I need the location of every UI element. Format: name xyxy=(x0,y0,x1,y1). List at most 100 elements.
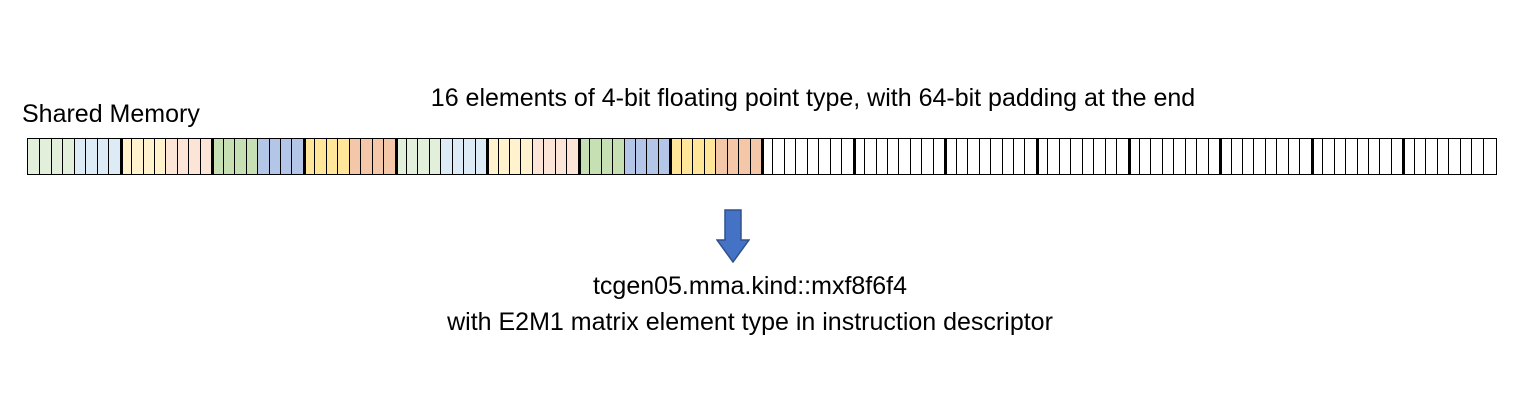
padding-bit xyxy=(1276,139,1288,174)
element-bit xyxy=(669,139,681,174)
padding-bit xyxy=(1310,139,1323,174)
padding-bit xyxy=(1001,139,1013,174)
padding-bit xyxy=(1287,139,1300,174)
padding-bit xyxy=(898,139,910,174)
padding-bit xyxy=(1379,139,1391,174)
padding-bit xyxy=(783,139,796,174)
element-bit xyxy=(566,139,578,174)
element-bit xyxy=(600,139,613,174)
padding-bit xyxy=(1264,139,1277,174)
padding-bit xyxy=(1436,139,1449,174)
element-bit xyxy=(738,139,750,174)
element-bit xyxy=(28,139,40,174)
padding-bit xyxy=(795,139,807,174)
element-bit xyxy=(440,139,452,174)
padding-bit xyxy=(1345,139,1357,174)
element-bit xyxy=(405,139,418,174)
padding-bit xyxy=(1138,139,1151,174)
padding-bit xyxy=(761,139,773,174)
padding-bit xyxy=(1459,139,1472,174)
padding-bit xyxy=(1207,139,1220,174)
element-bit xyxy=(703,139,716,174)
element-bit xyxy=(589,139,601,174)
padding-bit xyxy=(1333,139,1346,174)
padding-bit xyxy=(772,139,784,174)
element-bit xyxy=(96,139,109,174)
arrow-down-icon xyxy=(716,209,750,263)
padding-bit xyxy=(909,139,922,174)
padding-bit xyxy=(1104,139,1117,174)
padding-bit xyxy=(978,139,991,174)
padding-bit xyxy=(1299,139,1311,174)
element-bit xyxy=(176,139,189,174)
element-bit xyxy=(153,139,166,174)
element-bit xyxy=(417,139,429,174)
element-bit xyxy=(62,139,74,174)
padding-bit xyxy=(1219,139,1231,174)
padding-bit xyxy=(1425,139,1437,174)
padding-bit xyxy=(1402,139,1414,174)
padding-bit xyxy=(1356,139,1369,174)
padding-bit xyxy=(1390,139,1403,174)
element-bit xyxy=(131,139,143,174)
padding-bit xyxy=(1230,139,1243,174)
padding-bit xyxy=(864,139,876,174)
shared-memory-strip xyxy=(27,138,1497,175)
padding-bit xyxy=(1058,139,1071,174)
padding-bit xyxy=(841,139,853,174)
padding-bit xyxy=(1035,139,1048,174)
element-bit xyxy=(715,139,727,174)
element-bit xyxy=(463,139,475,174)
element-bit xyxy=(554,139,567,174)
element-bit xyxy=(509,139,521,174)
instruction-description: with E2M1 matrix element type in instruc… xyxy=(447,308,1053,336)
element-bit xyxy=(85,139,97,174)
padding-bit xyxy=(1471,139,1483,174)
instruction-name: tcgen05.mma.kind::mxf8f6f4 xyxy=(592,272,908,300)
element-bit xyxy=(165,139,177,174)
element-bit xyxy=(646,139,658,174)
element-bit xyxy=(119,139,132,174)
padding-bit xyxy=(1150,139,1162,174)
padding-bit xyxy=(955,139,968,174)
element-bit xyxy=(73,139,86,174)
element-bit xyxy=(142,139,154,174)
padding-bit xyxy=(829,139,842,174)
element-bit xyxy=(726,139,739,174)
element-bit xyxy=(291,139,303,174)
element-bit xyxy=(39,139,51,174)
element-bit xyxy=(234,139,246,174)
padding-bit xyxy=(1093,139,1105,174)
padding-bit xyxy=(806,139,819,174)
padding-bit xyxy=(921,139,933,174)
padding-bit xyxy=(1368,139,1380,174)
element-bit xyxy=(245,139,258,174)
element-bit xyxy=(348,139,361,174)
diagram-title: 16 elements of 4-bit floating point type… xyxy=(430,84,1196,112)
element-bit xyxy=(692,139,704,174)
element-bit xyxy=(749,139,761,174)
element-bit xyxy=(371,139,384,174)
element-bit xyxy=(623,139,636,174)
padding-bit xyxy=(990,139,1002,174)
element-bit xyxy=(302,139,315,174)
element-bit xyxy=(257,139,269,174)
element-bit xyxy=(520,139,532,174)
padding-bit xyxy=(1024,139,1036,174)
padding-bit xyxy=(1482,139,1494,174)
element-bit xyxy=(337,139,349,174)
padding-bit xyxy=(818,139,830,174)
element-bit xyxy=(199,139,212,174)
element-bit xyxy=(531,139,544,174)
element-bit xyxy=(222,139,235,174)
padding-bit xyxy=(1413,139,1426,174)
memory-label: Shared Memory xyxy=(22,100,200,128)
padding-bit xyxy=(875,139,887,174)
padding-bit xyxy=(1196,139,1208,174)
element-bit xyxy=(394,139,406,174)
padding-bit xyxy=(932,139,945,174)
padding-bit xyxy=(1116,139,1128,174)
element-bit xyxy=(360,139,372,174)
element-bit xyxy=(279,139,292,174)
element-bit xyxy=(612,139,624,174)
